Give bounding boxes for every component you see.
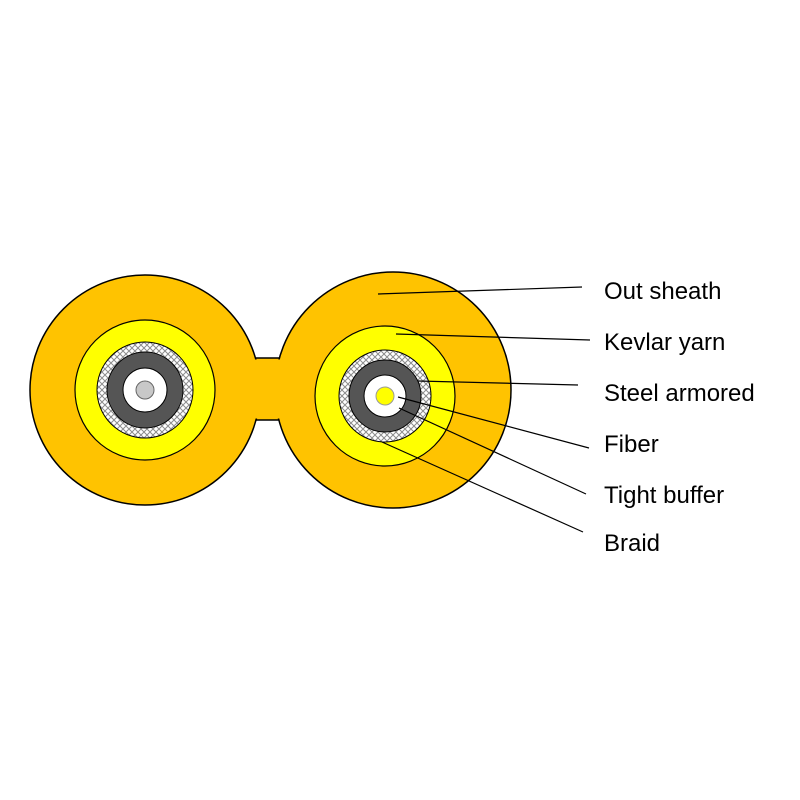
leader-lines [377,286,591,533]
leader-steel-armored [417,380,579,386]
leader-out-sheath [377,286,583,295]
right-fiber-core [375,386,395,406]
leader-braid [381,441,584,533]
label-out-sheath: Out sheath [604,278,721,305]
right-fiber-unit [314,325,456,467]
leader-tight-buffer [398,407,587,495]
label-fiber: Fiber [604,431,659,458]
leader-kevlar-yarn [395,333,591,341]
left-fiber-unit [74,319,216,461]
sheath-web-fill [235,359,315,419]
label-tight-buffer: Tight buffer [604,482,724,509]
label-braid: Braid [604,530,660,557]
label-kevlar-yarn: Kevlar yarn [604,329,725,356]
label-steel-armored: Steel armored [604,380,755,407]
labels: Out sheath Kevlar yarn Steel armored Fib… [604,278,755,557]
left-fiber-core [135,380,155,400]
leader-fiber [397,396,590,449]
